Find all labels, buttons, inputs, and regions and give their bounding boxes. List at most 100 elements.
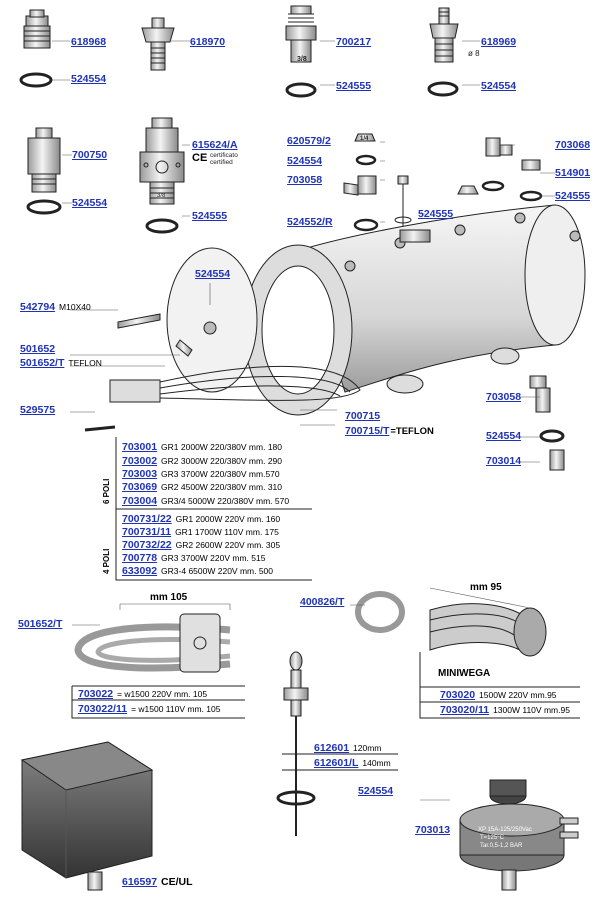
part-code-link[interactable]: 524552/R <box>287 216 333 228</box>
part-code-link[interactable]: 400826/T <box>300 596 345 608</box>
part-code-link[interactable]: 700217 <box>336 36 372 48</box>
part-code-link[interactable]: 700778 <box>122 552 158 564</box>
part-label[interactable]: 700217 <box>336 36 371 48</box>
part-code-link[interactable]: 703003 <box>122 468 158 480</box>
part-label[interactable]: 524554 <box>72 197 107 209</box>
part-code-link[interactable]: 620579/2 <box>287 135 331 147</box>
part-code-link[interactable]: 501652/T <box>18 618 63 630</box>
table-row[interactable]: 703022/11= w1500 110V mm. 105 <box>78 703 220 715</box>
part-code-link[interactable]: 524554 <box>486 430 522 442</box>
part-code-link[interactable]: 703014 <box>486 455 522 467</box>
part-code-link[interactable]: 501652/T <box>20 357 65 369</box>
part-code-link[interactable]: 524555 <box>192 210 228 222</box>
part-label[interactable]: 618970 <box>190 36 225 48</box>
part-label[interactable]: 524554 <box>71 73 106 85</box>
part-label[interactable]: 618968 <box>71 36 106 48</box>
part-label[interactable]: 615624/A <box>192 139 238 151</box>
part-code-link[interactable]: 703020/11 <box>440 704 490 716</box>
part-label[interactable]: 703014 <box>486 455 521 467</box>
part-code-link[interactable]: 700732/22 <box>122 539 172 551</box>
part-code-link[interactable]: 524554 <box>287 155 323 167</box>
part-code-link[interactable]: 529575 <box>20 404 56 416</box>
part-label[interactable]: 524554 <box>358 785 393 797</box>
part-code-link[interactable]: 524555 <box>336 80 372 92</box>
part-label[interactable]: 620579/2 <box>287 135 331 147</box>
part-code-link[interactable]: 524554 <box>358 785 394 797</box>
part-code-link[interactable]: 700731/11 <box>122 526 172 538</box>
part-label[interactable]: 524552/R <box>287 216 333 228</box>
part-code-link[interactable]: 501652 <box>20 343 56 355</box>
part-code-link[interactable]: 524554 <box>72 197 108 209</box>
part-code-link[interactable]: 700731/22 <box>122 513 172 525</box>
part-code-link[interactable]: 703022 <box>78 688 114 700</box>
part-code-link[interactable]: 703001 <box>122 441 158 453</box>
part-label[interactable]: 529575 <box>20 404 55 416</box>
part-code-link[interactable]: 618968 <box>71 36 107 48</box>
part-label[interactable]: 703013 <box>415 824 450 836</box>
part-code-link[interactable]: 703069 <box>122 481 158 493</box>
part-label[interactable]: 700750 <box>72 149 107 161</box>
part-code-link[interactable]: 700715/T <box>345 425 390 437</box>
part-label[interactable]: 524554 <box>287 155 322 167</box>
part-code-link[interactable]: 524554 <box>195 268 231 280</box>
table-row[interactable]: 703022= w1500 220V mm. 105 <box>78 688 207 700</box>
part-label[interactable]: 514901 <box>555 167 590 179</box>
part-code-link[interactable]: 616597 <box>122 876 158 888</box>
part-label[interactable]: 703068 <box>555 139 590 151</box>
part-label[interactable]: 524554 <box>195 268 230 280</box>
part-code-link[interactable]: 703013 <box>415 824 451 836</box>
part-code-link[interactable]: 542794 <box>20 301 56 313</box>
part-code-link[interactable]: 700715 <box>345 410 381 422</box>
part-label[interactable]: 524554 <box>481 80 516 92</box>
part-label[interactable]: 524555 <box>336 80 371 92</box>
part-code-link[interactable]: 633092 <box>122 565 158 577</box>
part-code-link[interactable]: 524554 <box>71 73 107 85</box>
part-code-link[interactable]: 703022/11 <box>78 703 128 715</box>
part-label[interactable]: 524554 <box>486 430 521 442</box>
part-code-link[interactable]: 703004 <box>122 495 158 507</box>
part-code-link[interactable]: 524554 <box>481 80 517 92</box>
part-code-link[interactable]: 612601/L <box>314 757 359 769</box>
part-code-link[interactable]: 618970 <box>190 36 226 48</box>
part-label[interactable]: 703058 <box>287 174 322 186</box>
part-code-link[interactable]: 703068 <box>555 139 591 151</box>
part-code-link[interactable]: 524555 <box>418 208 454 220</box>
part-label[interactable]: 524555 <box>192 210 227 222</box>
part-code-link[interactable]: 703058 <box>287 174 323 186</box>
part-label[interactable]: 700715 <box>345 410 380 422</box>
part-label[interactable]: 618969 <box>481 36 516 48</box>
part-label[interactable]: 400826/T <box>300 596 344 608</box>
part-label[interactable]: 703058 <box>486 391 521 403</box>
part-code-link[interactable]: 615624/A <box>192 139 238 151</box>
part-code-link[interactable]: 618969 <box>481 36 517 48</box>
part-label[interactable]: 501652/T <box>18 618 62 630</box>
part-code-link[interactable]: 612601 <box>314 742 350 754</box>
part-code-link[interactable]: 703020 <box>440 689 476 701</box>
part-code-link[interactable]: 514901 <box>555 167 591 179</box>
part-label[interactable]: 524555 <box>555 190 590 202</box>
part-code-link[interactable]: 700750 <box>72 149 108 161</box>
part-label[interactable]: 700715/T=TEFLON <box>345 425 434 438</box>
part-label[interactable]: 501652 <box>20 343 55 355</box>
part-code-link[interactable]: 703058 <box>486 391 522 403</box>
part-code-link[interactable]: 703002 <box>122 455 158 467</box>
part-code-link[interactable]: 524555 <box>555 190 591 202</box>
part-label[interactable]: 524555 <box>418 208 453 220</box>
